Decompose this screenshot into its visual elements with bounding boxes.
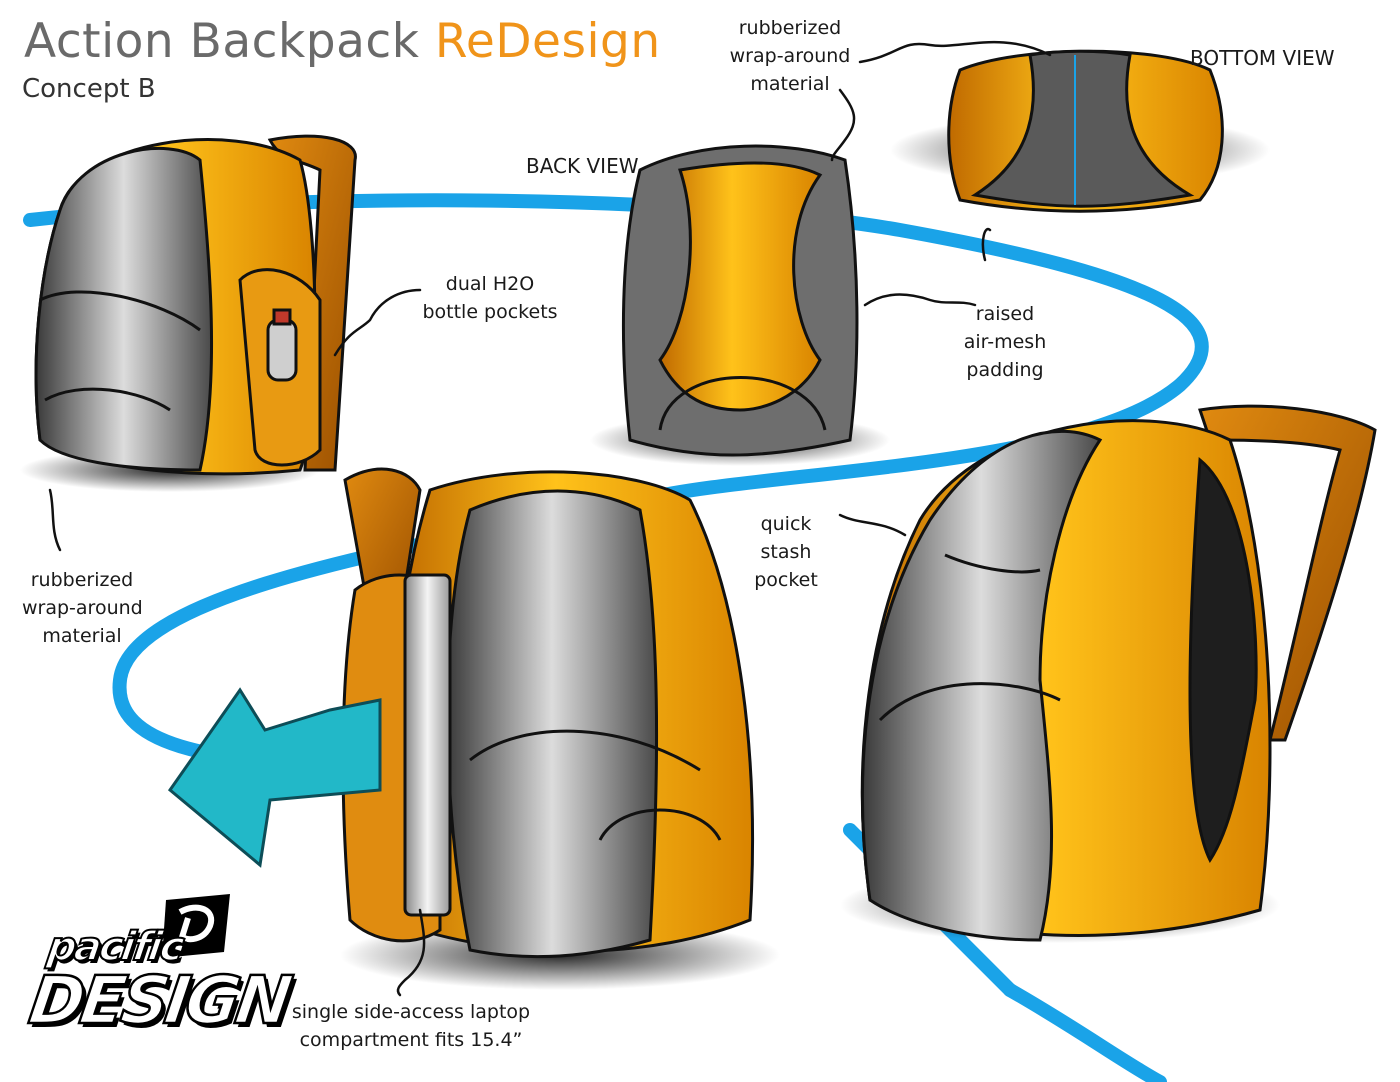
callout-laptop-compartment: single side-access laptop compartment fi… [286, 998, 536, 1054]
callout-line: bottle pockets [422, 301, 558, 323]
callout-bottle-pockets: dual H2O bottle pockets [420, 270, 560, 326]
callout-line: rubberized [30, 569, 134, 591]
callout-line: material [42, 625, 122, 647]
pacific-design-logo: pacific DESIGN [23, 892, 294, 1052]
bottom-view-label: BOTTOM VIEW [1190, 46, 1335, 70]
callout-rubberized-top: rubberized wrap-around material [728, 14, 852, 98]
callout-line: padding [966, 359, 1044, 381]
callout-rubberized-left: rubberized wrap-around material [22, 566, 143, 650]
backpack-side-view [34, 134, 357, 476]
callout-line: material [750, 73, 830, 95]
callout-air-mesh-padding: raised air-mesh padding [960, 300, 1050, 384]
callout-line: raised [975, 303, 1035, 325]
backpack-front-view [860, 404, 1377, 942]
callout-line: rubberized [738, 17, 842, 39]
callout-line: quick [760, 513, 812, 535]
backpack-bottom-view [947, 49, 1224, 213]
title-accent: ReDesign [434, 14, 661, 69]
callout-line: compartment fits 15.4” [299, 1029, 523, 1051]
back-view-label: BACK VIEW [526, 154, 639, 178]
logo-line2: DESIGN [23, 961, 294, 1041]
page-subtitle: Concept B [22, 74, 156, 104]
callout-line: stash [760, 541, 812, 563]
backpack-laptop-view [341, 467, 754, 959]
callout-line: air-mesh [963, 331, 1047, 353]
page-title: Action Backpack ReDesign [24, 14, 661, 69]
callout-line: single side-access laptop [291, 1001, 531, 1023]
backpack-back-view [621, 144, 859, 457]
direction-arrow [167, 687, 382, 868]
callout-quick-stash: quick stash pocket [746, 510, 826, 594]
callout-line: dual H2O [445, 273, 535, 295]
title-main: Action Backpack [24, 14, 420, 69]
callout-line: pocket [754, 569, 818, 591]
logo-emblem-icon [162, 894, 230, 958]
callout-line: wrap-around [729, 45, 851, 67]
callout-line: wrap-around [22, 597, 143, 619]
